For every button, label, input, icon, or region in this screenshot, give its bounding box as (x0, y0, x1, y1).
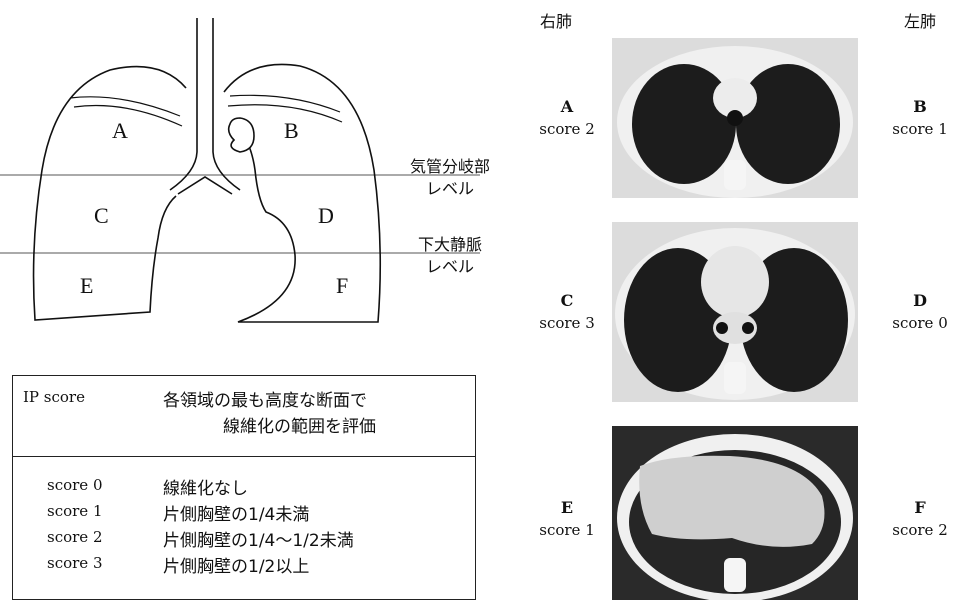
legend-header-label: IP score (23, 388, 85, 406)
legend-row: score 3 片側胸壁の1/2以上 (13, 554, 475, 580)
carina (178, 177, 232, 194)
ivc-level-text: レベル (418, 256, 482, 278)
ct-label-e: E score 1 (527, 497, 607, 541)
region-d: D (880, 290, 960, 312)
region-e: E (527, 497, 607, 519)
ct-label-b: B score 1 (880, 96, 960, 140)
ivc-level-label: 下大静脈 レベル (418, 234, 482, 278)
score-e: score 1 (527, 519, 607, 541)
carina-level-label: 気管分岐部 レベル (410, 156, 490, 200)
carina-level-text: レベル (410, 178, 490, 200)
ct-label-a: A score 2 (527, 96, 607, 140)
left-lung-header: 左肺 (904, 8, 936, 32)
left-apex-line (230, 95, 340, 112)
aortic-knob (229, 118, 254, 152)
right-lung-outline (34, 67, 186, 320)
region-a: A (527, 96, 607, 118)
legend-description: 片側胸壁の1/4〜1/2未満 (163, 526, 354, 551)
legend-score: score 0 (47, 476, 103, 494)
carina-level-text: 気管分岐部 (410, 156, 490, 178)
score-c: score 3 (527, 312, 607, 334)
region-label-f: F (336, 273, 348, 298)
ip-score-legend: IP score 各領域の最も高度な断面で 線維化の範囲を評価 score 0 … (12, 375, 476, 600)
legend-header-text: 線維化の範囲を評価 (223, 412, 376, 437)
region-label-b: B (284, 118, 299, 143)
score-d: score 0 (880, 312, 960, 334)
ct-label-f: F score 2 (880, 497, 960, 541)
score-f: score 2 (880, 519, 960, 541)
lung-zone-diagram: A B C D E F (0, 0, 480, 370)
region-c: C (527, 290, 607, 312)
region-label-d: D (318, 203, 334, 228)
legend-score: score 3 (47, 554, 103, 572)
right-apex-line (74, 106, 182, 126)
right-lung-header: 右肺 (540, 8, 572, 32)
ct-image-lower (612, 426, 858, 600)
region-label-c: C (94, 203, 109, 228)
ct-scan-lower (612, 426, 858, 600)
legend-divider (13, 456, 475, 457)
region-label-a: A (112, 118, 128, 143)
ct-scan-middle (612, 222, 858, 402)
score-a: score 2 (527, 118, 607, 140)
legend-description: 片側胸壁の1/4未満 (163, 500, 309, 525)
right-apex-line (70, 97, 180, 116)
ct-label-d: D score 0 (880, 290, 960, 334)
legend-row: score 2 片側胸壁の1/4〜1/2未満 (13, 528, 475, 554)
trachea-left-wall (170, 18, 197, 190)
left-lung-outline (224, 64, 380, 322)
region-f: F (880, 497, 960, 519)
ct-image-upper (612, 38, 858, 198)
legend-description: 片側胸壁の1/2以上 (163, 552, 309, 577)
ivc-level-text: 下大静脈 (418, 234, 482, 256)
region-label-e: E (80, 273, 93, 298)
legend-score: score 1 (47, 502, 103, 520)
ct-label-c: C score 3 (527, 290, 607, 334)
ct-scan-upper (612, 38, 858, 198)
legend-header-text: 各領域の最も高度な断面で (163, 386, 367, 411)
legend-score: score 2 (47, 528, 103, 546)
legend-row: score 1 片側胸壁の1/4未満 (13, 502, 475, 528)
trachea-right-wall (213, 18, 240, 190)
score-b: score 1 (880, 118, 960, 140)
ct-image-middle (612, 222, 858, 402)
legend-description: 線維化なし (163, 474, 248, 499)
region-b: B (880, 96, 960, 118)
legend-row: score 0 線維化なし (13, 476, 475, 502)
